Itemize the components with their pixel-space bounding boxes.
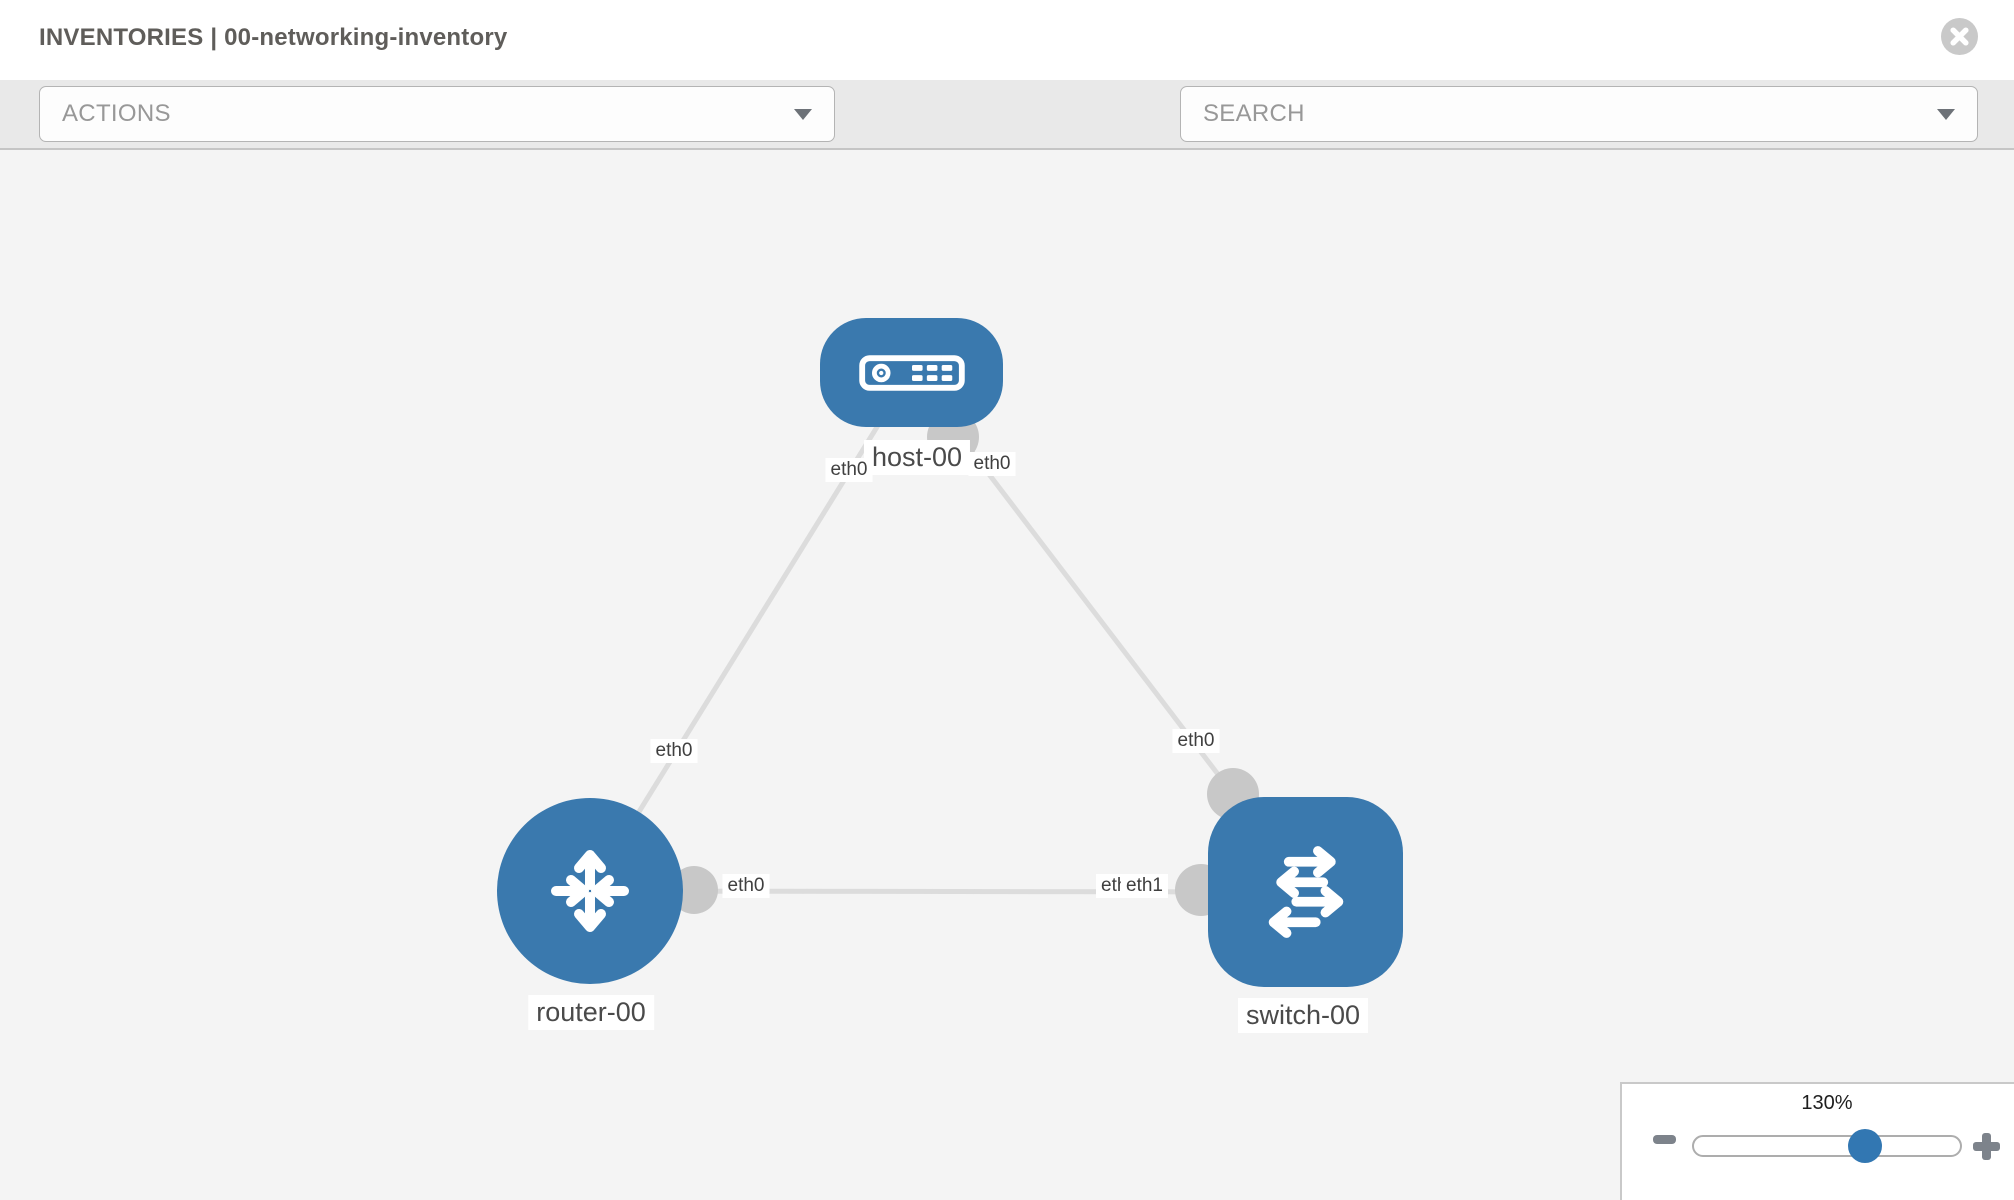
close-button[interactable]	[1941, 18, 1978, 55]
node-label-host: host-00	[863, 440, 971, 475]
toolbar: ACTIONS SEARCH	[0, 80, 2014, 217]
topology-canvas[interactable]: host-00 router-00 switch-00 eth0 eth0 et…	[0, 150, 2014, 1200]
zoom-in-button[interactable]	[1973, 1133, 2000, 1160]
header: INVENTORIES | 00-networking-inventory	[0, 0, 2014, 80]
if-label-router-to-host: eth0	[650, 739, 698, 763]
chevron-down-icon	[1937, 108, 1955, 120]
zoom-slider-knob[interactable]	[1848, 1129, 1882, 1163]
if-label-switch-to-router: eth1	[1121, 874, 1168, 898]
plus-icon	[1982, 1133, 1991, 1160]
if-label-switch-to-host: eth0	[1172, 729, 1220, 753]
chevron-down-icon	[794, 108, 812, 120]
topology-links-layer	[587, 370, 1307, 916]
host-icon	[858, 354, 965, 391]
zoom-slider-track[interactable]	[1692, 1135, 1962, 1157]
if-label-router-to-switch: eth0	[722, 874, 770, 898]
zoom-control-panel: 130%	[1620, 1082, 2014, 1200]
zoom-level-value: 130%	[1801, 1092, 1853, 1114]
if-label-host-to-router: eth0	[825, 458, 873, 482]
actions-dropdown-label: ACTIONS	[62, 100, 171, 127]
node-label-router: router-00	[528, 995, 654, 1030]
search-dropdown[interactable]: SEARCH	[1180, 86, 1978, 142]
if-label-host-to-switch: eth0	[968, 452, 1016, 476]
zoom-out-button[interactable]	[1653, 1135, 1676, 1144]
actions-dropdown[interactable]: ACTIONS	[39, 86, 835, 142]
switch-icon	[1268, 846, 1343, 938]
close-icon	[1950, 27, 1969, 46]
node-router-00[interactable]	[497, 798, 683, 984]
node-host-00[interactable]	[820, 318, 1003, 427]
node-switch-00[interactable]	[1208, 797, 1403, 987]
search-dropdown-label: SEARCH	[1203, 100, 1305, 127]
router-icon	[551, 850, 629, 932]
page-title: INVENTORIES | 00-networking-inventory	[39, 24, 508, 51]
node-label-switch: switch-00	[1237, 998, 1369, 1033]
